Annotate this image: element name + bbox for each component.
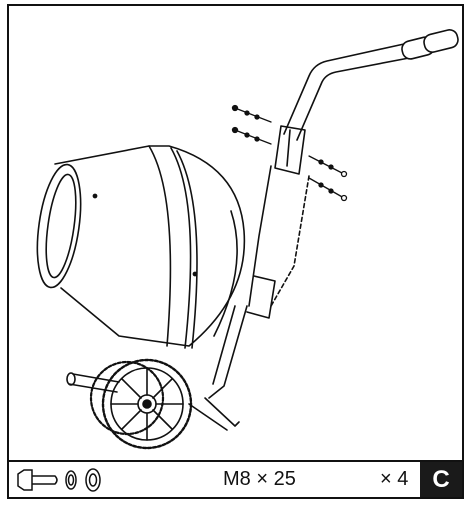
bolt-icon <box>17 469 58 491</box>
flat-washer-icon <box>85 468 101 492</box>
mixer-drum-icon <box>36 145 246 349</box>
frame-bracket-icon <box>246 125 310 319</box>
mixer-assembly-illustration <box>36 29 459 450</box>
screw-set-icon <box>231 104 348 202</box>
footer-divider <box>7 460 464 462</box>
step-badge: C <box>420 462 462 497</box>
wheel-icon <box>89 358 193 450</box>
instruction-frame <box>7 4 464 499</box>
handle-icon <box>283 29 459 141</box>
stand-icon <box>66 305 248 431</box>
hardware-icons <box>17 468 101 492</box>
parts-footer: M8 × 25 × 4 C <box>9 462 462 497</box>
quantity-label: × 4 <box>380 468 409 490</box>
bolt-spec: M8 × 25 <box>223 468 296 490</box>
spring-washer-icon <box>65 470 77 490</box>
